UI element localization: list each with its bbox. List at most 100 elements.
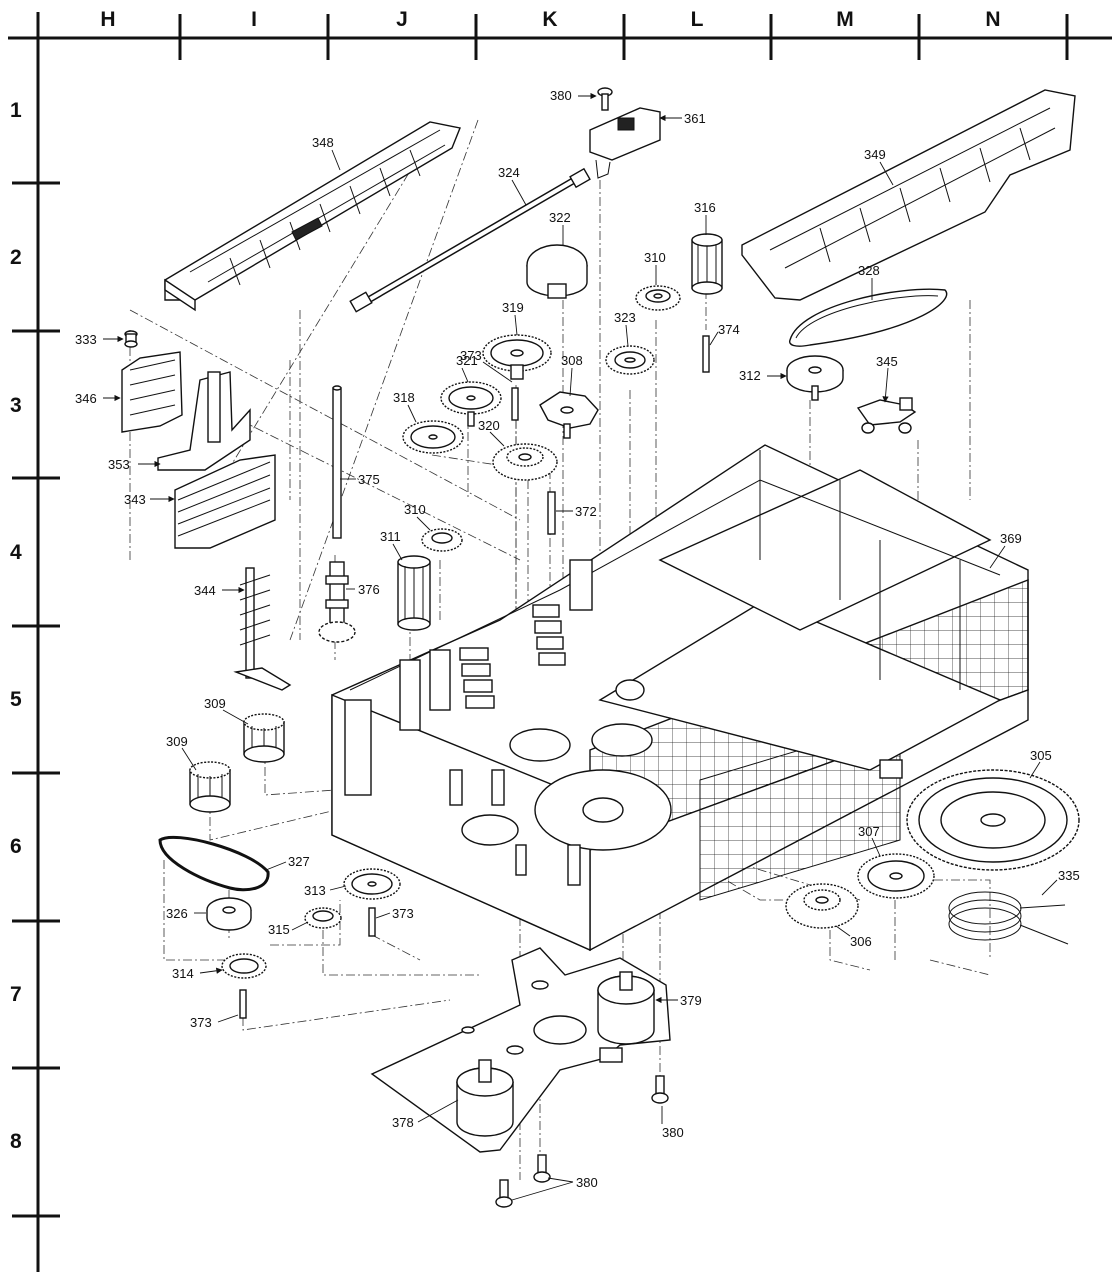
lever-arm-344 [233,567,292,691]
belt-327 [158,835,270,892]
gear-320 [492,443,558,481]
gear-305 [906,769,1080,871]
pin-372 [547,491,556,535]
gear-310-top [635,285,681,311]
callout-315: 315 [268,922,290,937]
screw-380-top [597,87,613,111]
callout-333: 333 [75,332,97,347]
callout-372: 372 [575,504,597,519]
callout-348: 348 [312,135,334,150]
gear-306 [785,883,859,929]
callout-322: 322 [549,210,571,225]
bracket-361 [589,107,661,179]
belt-328 [788,288,948,347]
motor-379 [597,971,655,1045]
gear-311 [397,555,431,631]
callout-318: 318 [393,390,415,405]
col-label-m: M [836,8,854,31]
callout-373-mid: 373 [392,906,414,921]
bracket-353 [157,371,251,471]
lever-block-346 [121,351,183,433]
cover-348 [164,121,461,312]
callout-311: 311 [380,529,401,544]
callout-326: 326 [166,906,188,921]
col-label-n: N [985,8,1000,31]
gear-318 [402,420,464,454]
leader-lines [103,92,1058,1201]
gear-310-mid [421,528,463,552]
gear-321 [440,381,502,427]
callout-319: 319 [502,300,524,315]
knob-322 [526,244,588,299]
part-callouts: 380 361 348 349 324 322 316 310 328 333 … [75,88,1080,1190]
callout-320: 320 [478,418,500,433]
shaft-324 [349,167,591,313]
callout-307: 307 [858,824,880,839]
callout-353: 353 [108,457,130,472]
row-labels: 1 2 3 4 5 6 7 8 [10,99,22,1153]
callout-369: 369 [1000,531,1022,546]
callout-373-upper: 373 [460,348,482,363]
callout-361: 361 [684,111,706,126]
callout-321: 321 [456,353,478,368]
gear-307 [857,853,935,899]
callout-309-lower: 309 [166,734,188,749]
spring-335 [948,891,1069,945]
cam-shaft-376 [318,561,356,643]
gear-309-lower [189,761,231,813]
col-label-h: H [100,8,115,31]
pulley-326 [206,897,252,931]
callout-316: 316 [694,200,716,215]
col-label-i: I [251,8,257,31]
gear-309-upper [243,713,285,763]
lever-345 [856,397,917,434]
column-labels: H I J K L M N [100,8,1000,31]
callout-328: 328 [858,263,880,278]
screw-380-bottom-a [533,1154,551,1183]
spring-333 [124,330,138,348]
gear-314 [221,953,267,979]
callout-380-bottom: 380 [576,1175,598,1190]
pin-373-lower-left [239,989,247,1019]
callout-345: 345 [876,354,898,369]
callout-343: 343 [124,492,146,507]
callout-344: 344 [194,583,216,598]
cam-308 [539,391,599,439]
callout-306: 306 [850,934,872,949]
pulley-312 [786,355,844,401]
callout-380-right: 380 [662,1125,684,1140]
callout-375: 375 [358,472,380,487]
gear-313 [343,868,401,900]
callout-313: 313 [304,883,326,898]
row-label-2: 2 [10,246,22,269]
cover-349 [741,89,1076,301]
callout-346: 346 [75,391,97,406]
callout-324: 324 [498,165,520,180]
pin-374 [702,335,710,373]
callout-312: 312 [739,368,761,383]
col-label-k: K [542,8,557,31]
callout-305: 305 [1030,748,1052,763]
callout-376: 376 [358,582,380,597]
row-label-1: 1 [10,99,22,122]
callout-310-top: 310 [644,250,666,265]
callout-323: 323 [614,310,636,325]
gear-316 [691,233,723,295]
callout-308: 308 [561,353,583,368]
rod-375 [332,385,342,539]
motor-plate [370,947,671,1153]
callout-310-mid: 310 [404,502,426,517]
grid-frame [8,12,1112,1272]
row-label-5: 5 [10,688,22,711]
callout-349: 349 [864,147,886,162]
pin-373-upper [511,387,519,421]
row-label-4: 4 [10,541,22,564]
callout-335: 335 [1058,868,1080,883]
row-label-3: 3 [10,394,22,417]
screw-380-right [651,1075,669,1104]
callout-380-top: 380 [550,88,572,103]
callout-379: 379 [680,993,702,1008]
row-label-6: 6 [10,835,22,858]
callout-373-lower: 373 [190,1015,212,1030]
